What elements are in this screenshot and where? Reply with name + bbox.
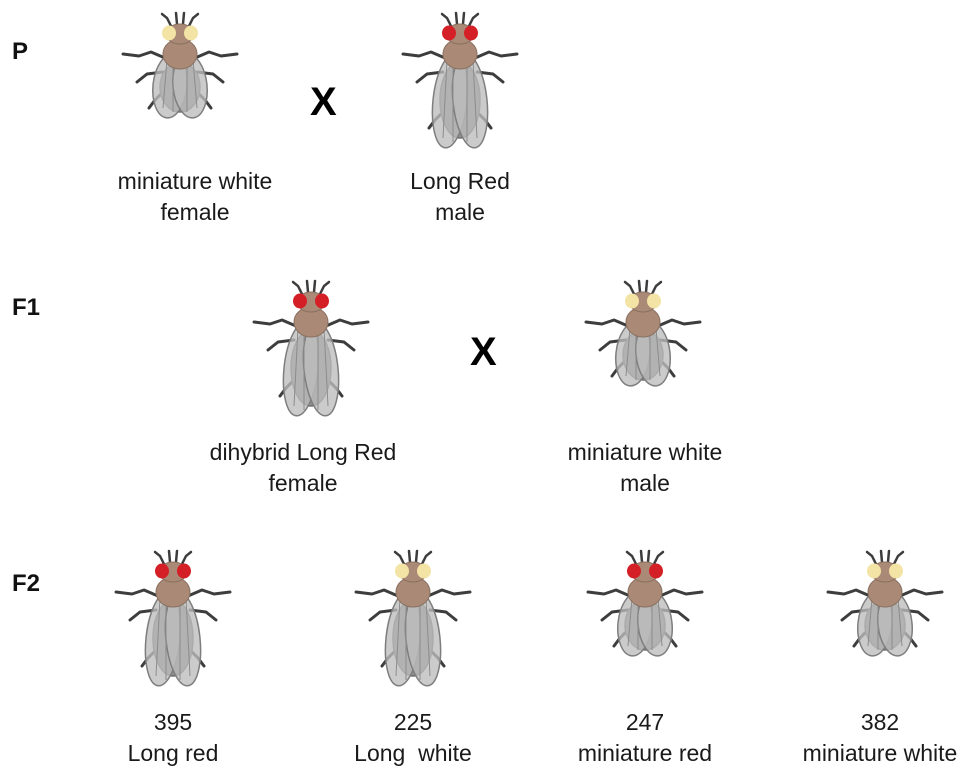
caption-f1-male: miniature white male [530,437,760,499]
caption-line2: female [178,468,428,499]
generation-label-f1: F1 [12,294,40,322]
caption-line1: Long Red [360,166,560,197]
fly-icon-p-male [397,10,523,158]
caption-line1: miniature white [530,437,760,468]
cross-symbol-p: X [310,82,337,122]
caption-line2: male [360,197,560,228]
fly-icon-f2-long-red [110,548,236,696]
offspring-phenotype: Long white [333,738,493,769]
generation-label-p: P [12,38,28,66]
caption-f2-long-red: 395 Long red [93,707,253,769]
caption-f1-female: dihybrid Long Red female [178,437,428,499]
offspring-count: 225 [333,707,493,738]
caption-line1: miniature white [95,166,295,197]
caption-line2: female [95,197,295,228]
cross-symbol-f1: X [470,332,497,372]
caption-line2: male [530,468,760,499]
caption-line1: dihybrid Long Red [178,437,428,468]
fly-icon-f1-female [248,278,374,426]
offspring-count: 395 [93,707,253,738]
caption-f2-miniature-white: 382 miniature white [795,707,965,769]
fly-icon-f1-male [580,278,706,394]
offspring-count: 382 [795,707,965,738]
offspring-count: 247 [565,707,725,738]
offspring-phenotype: miniature red [565,738,725,769]
caption-f2-miniature-red: 247 miniature red [565,707,725,769]
fly-icon-f2-miniature-red [582,548,708,664]
offspring-phenotype: miniature white [795,738,965,769]
caption-p-male: Long Red male [360,166,560,228]
fly-icon-p-female [117,10,243,126]
fly-icon-f2-miniature-white [822,548,948,664]
caption-p-female: miniature white female [95,166,295,228]
fly-icon-f2-long-white [350,548,476,696]
generation-label-f2: F2 [12,570,40,598]
offspring-phenotype: Long red [93,738,253,769]
caption-f2-long-white: 225 Long white [333,707,493,769]
